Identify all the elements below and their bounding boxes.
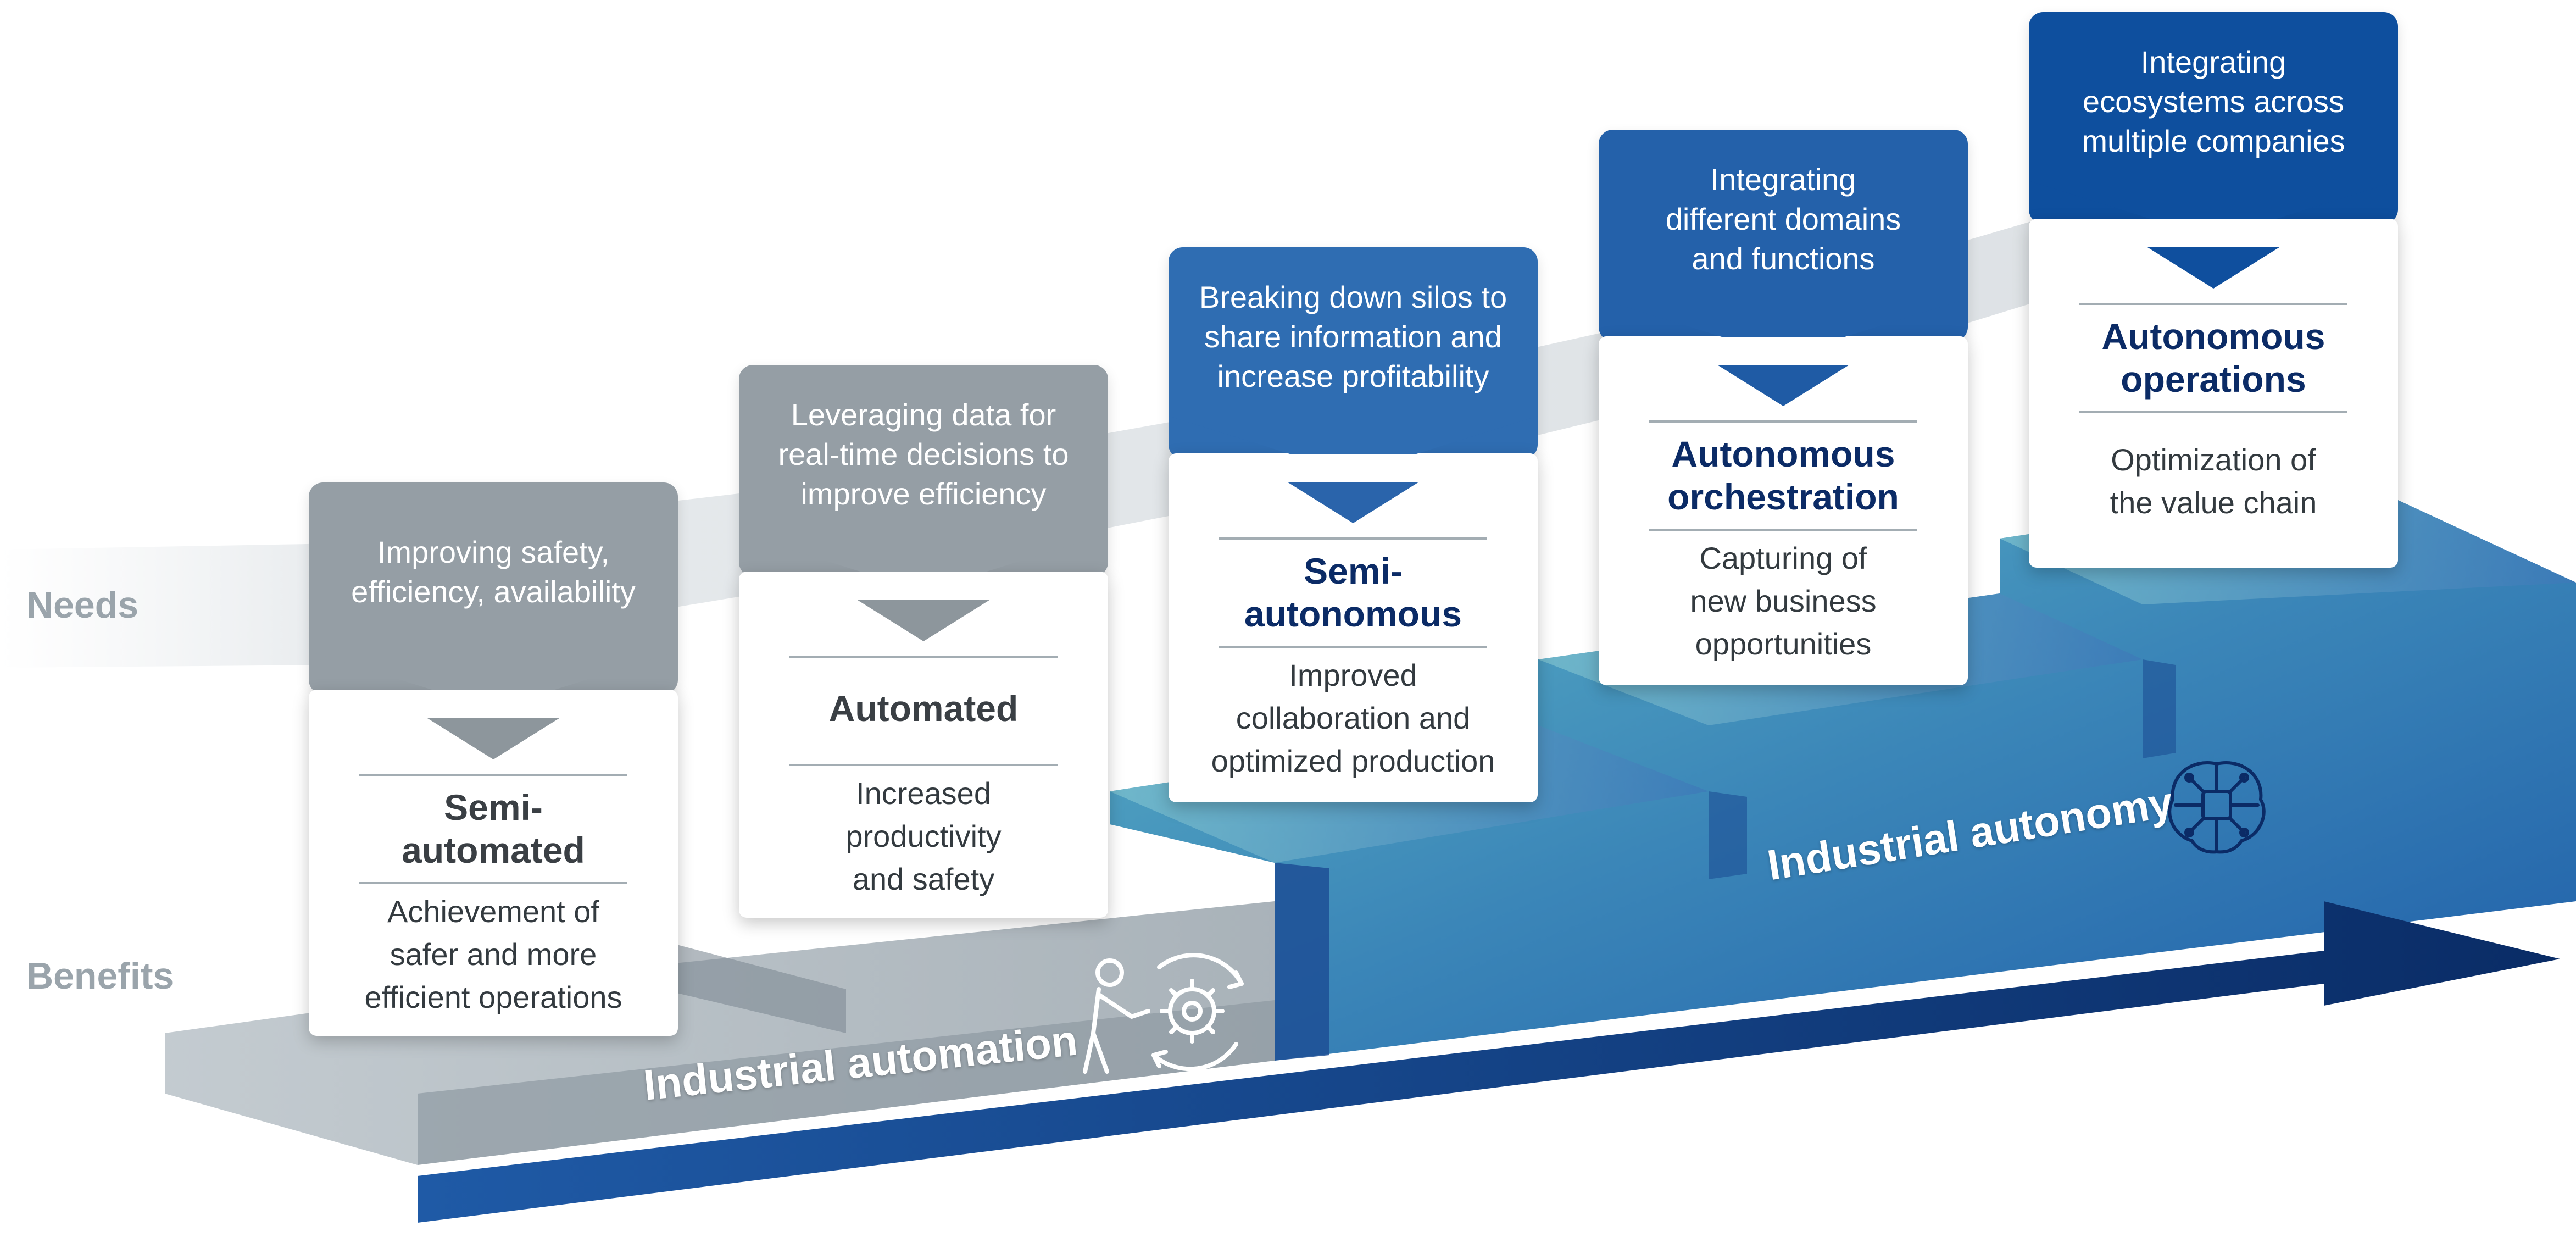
stage-notch-icon — [1287, 482, 1419, 523]
need-bubble-2: Leveraging data for real-time decisions … — [739, 365, 1108, 576]
need-line: different domains — [1665, 201, 1901, 236]
stage-title-line: autonomous — [1244, 593, 1462, 634]
divider — [1649, 529, 1917, 531]
need-line: Integrating — [2140, 44, 2286, 79]
stage-card-4: Autonomous orchestration Capturing of ne… — [1599, 336, 1968, 685]
stage-title-line: Semi- — [444, 787, 543, 828]
divider — [1219, 537, 1487, 540]
divider — [2079, 411, 2347, 413]
benefit-line: collaboration and — [1236, 701, 1471, 735]
worker-with-gear-cycle-icon — [1077, 951, 1264, 1080]
stage-benefit: Improved collaboration and optimized pro… — [1190, 654, 1516, 783]
need-bubble-3: Breaking down silos to share information… — [1169, 247, 1538, 459]
need-line: real-time decisions to — [778, 436, 1069, 471]
stage-benefit: Achievement of safer and more efficient … — [331, 890, 656, 1019]
need-line: increase profitability — [1217, 358, 1489, 393]
need-line: Leveraging data for — [791, 397, 1056, 432]
benefit-line: Capturing of — [1699, 541, 1867, 575]
need-line: improve efficiency — [800, 476, 1047, 511]
benefit-line: Achievement of — [387, 894, 599, 929]
stage-title-line: orchestration — [1667, 476, 1899, 517]
stage-card-5: Autonomous operations Optimization of th… — [2029, 219, 2398, 568]
divider — [359, 774, 627, 776]
need-line: multiple companies — [2082, 123, 2345, 158]
benefit-line: Improved — [1289, 658, 1417, 692]
stage-benefit: Increased productivity and safety — [761, 772, 1086, 901]
benefit-line: optimized production — [1211, 744, 1495, 778]
benefit-line: new business — [1690, 584, 1877, 618]
need-bubble-5: Integrating ecosystems across multiple c… — [2029, 12, 2398, 224]
stage-title: Autonomous orchestration — [1621, 432, 1946, 518]
benefit-line: and safety — [852, 862, 995, 896]
benefit-line: safer and more — [390, 937, 597, 972]
stage-title-line: Automated — [828, 688, 1019, 729]
stage-benefit: Optimization of the value chain — [2051, 439, 2376, 524]
divider — [2079, 303, 2347, 305]
need-line: Improving safety, — [377, 534, 610, 569]
need-bubble-1: Improving safety, efficiency, availabili… — [309, 482, 678, 694]
stage-card-1: Semi- automated Achievement of safer and… — [309, 690, 678, 1036]
need-line: and functions — [1692, 241, 1875, 276]
divider — [789, 656, 1058, 658]
stage-title-line: Autonomous — [1671, 434, 1895, 474]
stage-title-line: operations — [2121, 359, 2306, 400]
stage-benefit: Capturing of new business opportunities — [1621, 537, 1946, 665]
benefit-line: Optimization of — [2111, 442, 2316, 477]
divider — [1649, 420, 1917, 423]
need-line: Integrating — [1710, 162, 1856, 197]
stage-title-line: Semi- — [1304, 551, 1403, 591]
need-line: efficiency, availability — [351, 574, 636, 609]
stage-notch-icon — [2147, 247, 2279, 289]
need-line: share information and — [1204, 319, 1502, 354]
benefit-line: Increased — [856, 776, 991, 811]
need-line: ecosystems across — [2082, 84, 2345, 119]
stage-card-3: Semi- autonomous Improved collaboration … — [1169, 453, 1538, 802]
divider — [359, 882, 627, 884]
needs-label: Needs — [26, 584, 139, 626]
stage-title: Semi- autonomous — [1190, 550, 1516, 635]
stage-card-2: Automated Increased productivity and saf… — [739, 572, 1108, 918]
divider — [1219, 646, 1487, 648]
benefit-line: opportunities — [1695, 626, 1872, 661]
stage-title: Semi- automated — [331, 786, 656, 872]
stage-notch-icon — [1717, 365, 1849, 406]
need-line: Breaking down silos to — [1199, 279, 1507, 314]
stage-title: Autonomous operations — [2051, 315, 2376, 401]
stage-title-line: Autonomous — [2101, 316, 2325, 357]
stage-title: Automated — [761, 687, 1086, 730]
benefit-line: the value chain — [2110, 485, 2317, 520]
stage-notch-icon — [427, 718, 559, 759]
circuit-brain-icon — [2159, 753, 2274, 866]
divider — [789, 764, 1058, 766]
benefits-label: Benefits — [26, 955, 174, 997]
stage-notch-icon — [858, 600, 989, 641]
need-bubble-4: Integrating different domains and functi… — [1599, 130, 1968, 341]
benefit-line: productivity — [845, 819, 1002, 853]
benefit-line: efficient operations — [364, 980, 622, 1014]
stage-title-line: automated — [402, 830, 585, 870]
